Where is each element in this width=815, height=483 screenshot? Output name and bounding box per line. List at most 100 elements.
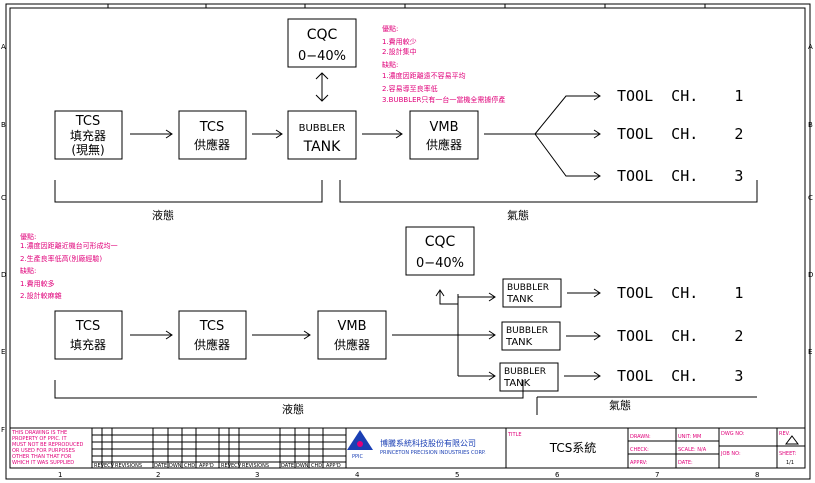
bottom-cqc-label: CQC (425, 234, 456, 250)
rev-header-0: REV (94, 463, 105, 469)
title-block: THIS DRAWING IS THE PROPERTY OF PPIC. IT… (10, 427, 805, 469)
rev-header-5: CHD (184, 463, 195, 469)
bottom-line-to-cqc (439, 290, 458, 305)
bottom-tool-3: TOOL CH. 3 (617, 367, 743, 385)
sheet-value: 1/1 (786, 460, 794, 466)
row-letter-e-right: E (808, 348, 812, 356)
top-tool-3: TOOL CH. 3 (617, 167, 743, 185)
top-label-gas: 氣態 (507, 208, 529, 222)
company-name-en: PRINCETON PRECISION INDUSTRIES CORP. (380, 450, 486, 456)
row-letter-c-right: C (808, 194, 813, 202)
row-letter-e: E (1, 348, 5, 356)
bottom-arrowhead-tool-3 (593, 371, 601, 381)
rev-header-9: REVISIONS (242, 463, 269, 469)
rev-header-4: DWN (169, 463, 182, 469)
revision-grid (92, 428, 347, 468)
bottom-note-4: 1.費用較多 (20, 279, 55, 288)
bottom-cqc-box (405, 226, 475, 276)
top-arrowhead-1 (165, 129, 173, 139)
rev-header-10: DATE (281, 463, 294, 469)
top-cqc-box (287, 18, 357, 68)
top-vmb-box (409, 110, 479, 160)
rev-header-12: CHD (311, 463, 322, 469)
bottom-diagram: 優點: 1.濃度因距離近機台可形成均一 2.生產良率低高(別廠經驗) 缺點: 1… (20, 226, 757, 416)
bottom-arrowhead-1 (165, 330, 173, 340)
top-liquid-bracket (54, 180, 323, 203)
top-gas-bracket (339, 180, 758, 203)
top-bubbler-box (287, 110, 357, 160)
bottom-tool-2: TOOL CH. 2 (617, 327, 743, 345)
bottom-vmb-title: VMB (337, 319, 366, 334)
col-number-6: 6 (555, 471, 560, 479)
bottom-bubbler-1-title: BUBBLER (507, 283, 549, 293)
top-tcs-supply-title: TCS (199, 120, 225, 135)
top-tcs-supply-sub: 供應器 (194, 137, 230, 152)
bottom-arrowhead-bubbler-1 (488, 292, 496, 302)
rev-header-3: DATE (154, 463, 167, 469)
bottom-arrowhead-tool-1 (593, 288, 601, 298)
bottom-note-5: 2.設計較麻雜 (20, 291, 62, 300)
disclaimer-line-2: MUST NOT BE REPRODUCED (12, 442, 84, 448)
top-diagram: CQC 0−40% 優點: 1.費用較少 2.設計集中 缺點: 1.濃度因距離遠… (54, 18, 758, 222)
rev-header-2: REVISIONS (115, 463, 142, 469)
top-cqc-arrowhead-down (315, 94, 329, 102)
rev-label: REV. (779, 431, 790, 437)
top-tcs-fill-title: TCS (75, 114, 101, 129)
job-no-label: JOB NO: (720, 451, 741, 457)
bottom-tcs-fill-title: TCS (75, 319, 101, 334)
bottom-bubbler-2-title: BUBBLER (506, 326, 548, 336)
top-arrowhead-tool-2 (593, 129, 601, 139)
top-cqc-label: CQC (307, 27, 338, 43)
top-vmb-title: VMB (429, 120, 458, 135)
top-arrowhead-tool-1 (593, 91, 601, 101)
top-note-6: 3.BUBBLER只有一台一當機全需據停產 (382, 95, 505, 104)
row-letter-c: C (1, 194, 6, 202)
bottom-bubbler-2-sub: TANK (505, 337, 533, 348)
top-label-liquid: 液態 (152, 208, 174, 222)
top-arrowhead-2 (275, 129, 283, 139)
rev-header-13: APP'D (326, 463, 341, 469)
top-note-3: 缺點: (382, 60, 398, 69)
top-tcs-fill-note: (現無) (71, 142, 104, 157)
bottom-arrowhead-bubbler-3 (488, 371, 496, 381)
bottom-bubbler-1-sub: TANK (506, 294, 534, 305)
bottom-tcs-fill-sub: 填充器 (70, 337, 106, 352)
bottom-tool-1: TOOL CH. 1 (617, 284, 743, 302)
rev-header-6: APP'D (199, 463, 214, 469)
date-label: DATE: (678, 460, 693, 466)
bottom-tcs-supply-title: TCS (199, 319, 225, 334)
bottom-cqc-range: 0−40% (416, 256, 464, 271)
rev-header-8: ECV (231, 463, 242, 469)
sheet-label: SHEET: (779, 451, 797, 457)
top-cqc-arrowhead-up (315, 72, 329, 80)
rev-header-11: DWN (296, 463, 309, 469)
dwg-no-label: DWG NO: (721, 431, 745, 437)
column-markers: 1 2 3 4 5 6 7 8 (58, 4, 759, 479)
bottom-vmb-box (317, 310, 387, 360)
top-tcs-fill-box (54, 110, 123, 160)
disclaimer-line-1: PROPERTY OF PPIC. IT (12, 436, 67, 442)
apprv-label: APPRV: (630, 460, 648, 466)
bottom-bubbler-box-2 (501, 321, 561, 351)
top-note-1: 1.費用較少 (382, 37, 417, 46)
disclaimer-line-3: OR USED FOR PURPOSES (12, 448, 75, 454)
bottom-arrowhead-2 (303, 330, 311, 340)
bottom-tcs-supply-sub: 供應器 (194, 337, 230, 352)
bottom-liquid-bracket (54, 380, 524, 399)
top-vmb-sub: 供應器 (426, 137, 462, 152)
top-tcs-fill-sub: 填充器 (70, 128, 106, 143)
drawn-label: DRAWN: (630, 434, 651, 440)
col-number-3: 3 (255, 471, 259, 479)
logo-text: PPIC (352, 454, 364, 460)
company-name-cn: 博騰系統科技股份有限公司 (380, 438, 476, 448)
top-note-5: 2.容易導至良率低 (382, 84, 438, 93)
logo-dot-icon (357, 441, 363, 447)
top-note-0: 優點: (382, 24, 398, 33)
row-letter-f: F (1, 426, 5, 434)
col-number-1: 1 (58, 471, 62, 479)
bottom-note-0: 優點: (20, 232, 36, 241)
title-value: TCS系統 (549, 441, 597, 455)
row-letter-a: A (1, 43, 6, 51)
